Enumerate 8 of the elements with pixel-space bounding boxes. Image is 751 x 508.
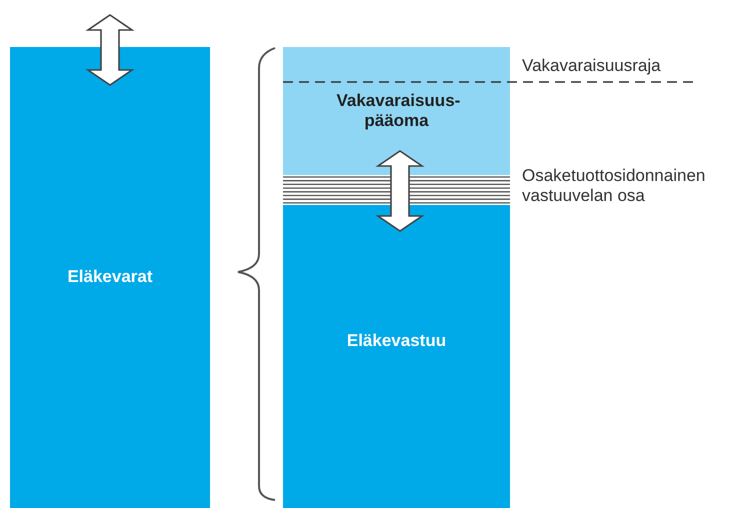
double-arrow [376, 150, 424, 232]
capital-block [283, 47, 510, 175]
annotation-text: Osaketuottosidonnainen vastuuvelan osa [522, 166, 706, 206]
annotation-text: Vakavaraisuusraja [522, 56, 662, 76]
block-label: Eläkevarat [67, 267, 153, 288]
liability-block [283, 205, 510, 508]
asset-column [10, 47, 210, 508]
block-label: Eläkevastuu [346, 331, 446, 352]
